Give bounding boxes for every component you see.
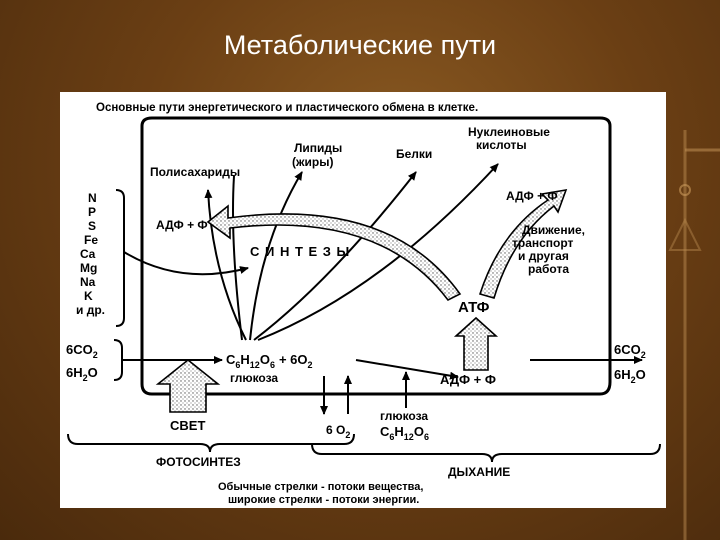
atp-label: АТФ — [458, 299, 490, 316]
slide-title: Метаболические пути — [0, 30, 720, 61]
product-polysaccharides: Полисахариды — [150, 165, 240, 179]
svg-text:6H2O: 6H2O — [66, 365, 98, 383]
svg-text:6CO2: 6CO2 — [66, 342, 98, 360]
diagram-header: Основные пути энергетического и пластиче… — [96, 102, 478, 114]
synthesis-label: С И Н Т Е З Ы — [250, 244, 350, 259]
work-label: Движение, транспорт и другая работа — [512, 223, 585, 276]
svg-text:6H2O: 6H2O — [614, 367, 646, 385]
input-h2o: 6H — [66, 365, 83, 380]
element-na: Na — [80, 275, 96, 289]
element-fe: Fe — [84, 233, 98, 247]
glucose-lower-formula: C6H12O6 — [380, 424, 429, 442]
photosynthesis-brace — [68, 434, 354, 452]
element-ca: Ca — [80, 247, 96, 261]
product-lipids-line1: Липиды — [294, 141, 342, 155]
legend-line-1: Обычные стрелки - потоки вещества, — [218, 481, 423, 493]
adf-right: АДФ + Ф — [506, 189, 558, 203]
product-proteins: Белки — [396, 147, 432, 161]
inputs-co2-h2o: 6CO2 6H2O — [66, 342, 98, 383]
legend-line-2: широкие стрелки - потоки энергии. — [228, 494, 419, 506]
svg-text:C6H12O6+ 6O2: C6H12O6+ 6O2 — [226, 352, 313, 370]
elements-brace — [116, 190, 124, 326]
svg-text:Движение,: Движение, — [522, 223, 585, 237]
product-nucleic-line1: Нуклеиновые — [468, 125, 550, 139]
element-s: S — [88, 219, 96, 233]
glucose-formula: C6H12O6+ 6O2 глюкоза — [226, 352, 313, 385]
element-etc: и др. — [76, 303, 105, 317]
adf-to-atp-energy-arrow — [456, 318, 496, 370]
photosynthesis-label: ФОТОСИНТЕЗ — [156, 455, 241, 469]
elements-list: N P S Fe Ca Mg Na K и др. — [76, 191, 105, 317]
svg-text:и другая: и другая — [518, 249, 569, 263]
svg-text:работа: работа — [528, 262, 569, 276]
adf-left: АДФ + Ф — [156, 218, 208, 232]
light-energy-arrow — [158, 360, 218, 412]
glucose-label: глюкоза — [230, 371, 278, 385]
product-nucleic-line2: кислоты — [476, 138, 527, 152]
glucose-lower-label: глюкоза — [380, 409, 428, 423]
svg-text:6CO2: 6CO2 — [614, 342, 646, 360]
outputs-co2-h2o: 6CO2 6H2O — [614, 342, 646, 385]
respiration-brace — [312, 444, 660, 462]
element-n: N — [88, 191, 97, 205]
output-h2o: 6H — [614, 367, 631, 382]
input-co2: 6CO — [66, 342, 93, 357]
output-co2: 6CO — [614, 342, 641, 357]
diagram-panel: Основные пути энергетического и пластиче… — [60, 92, 666, 508]
scales-decoration — [660, 120, 720, 540]
element-k: K — [84, 289, 93, 303]
metabolism-diagram: Основные пути энергетического и пластиче… — [60, 92, 666, 508]
oxygen-lower: 6 O2 — [326, 423, 350, 440]
inputs-brace — [114, 340, 122, 380]
product-lipids-line2: (жиры) — [292, 155, 333, 169]
respiration-label: ДЫХАНИЕ — [448, 465, 510, 479]
element-p: P — [88, 205, 96, 219]
element-mg: Mg — [80, 261, 97, 275]
light-label: СВЕТ — [170, 418, 205, 433]
adf-bottom: АДФ + Ф — [440, 372, 496, 387]
svg-text:транспорт: транспорт — [512, 236, 574, 250]
